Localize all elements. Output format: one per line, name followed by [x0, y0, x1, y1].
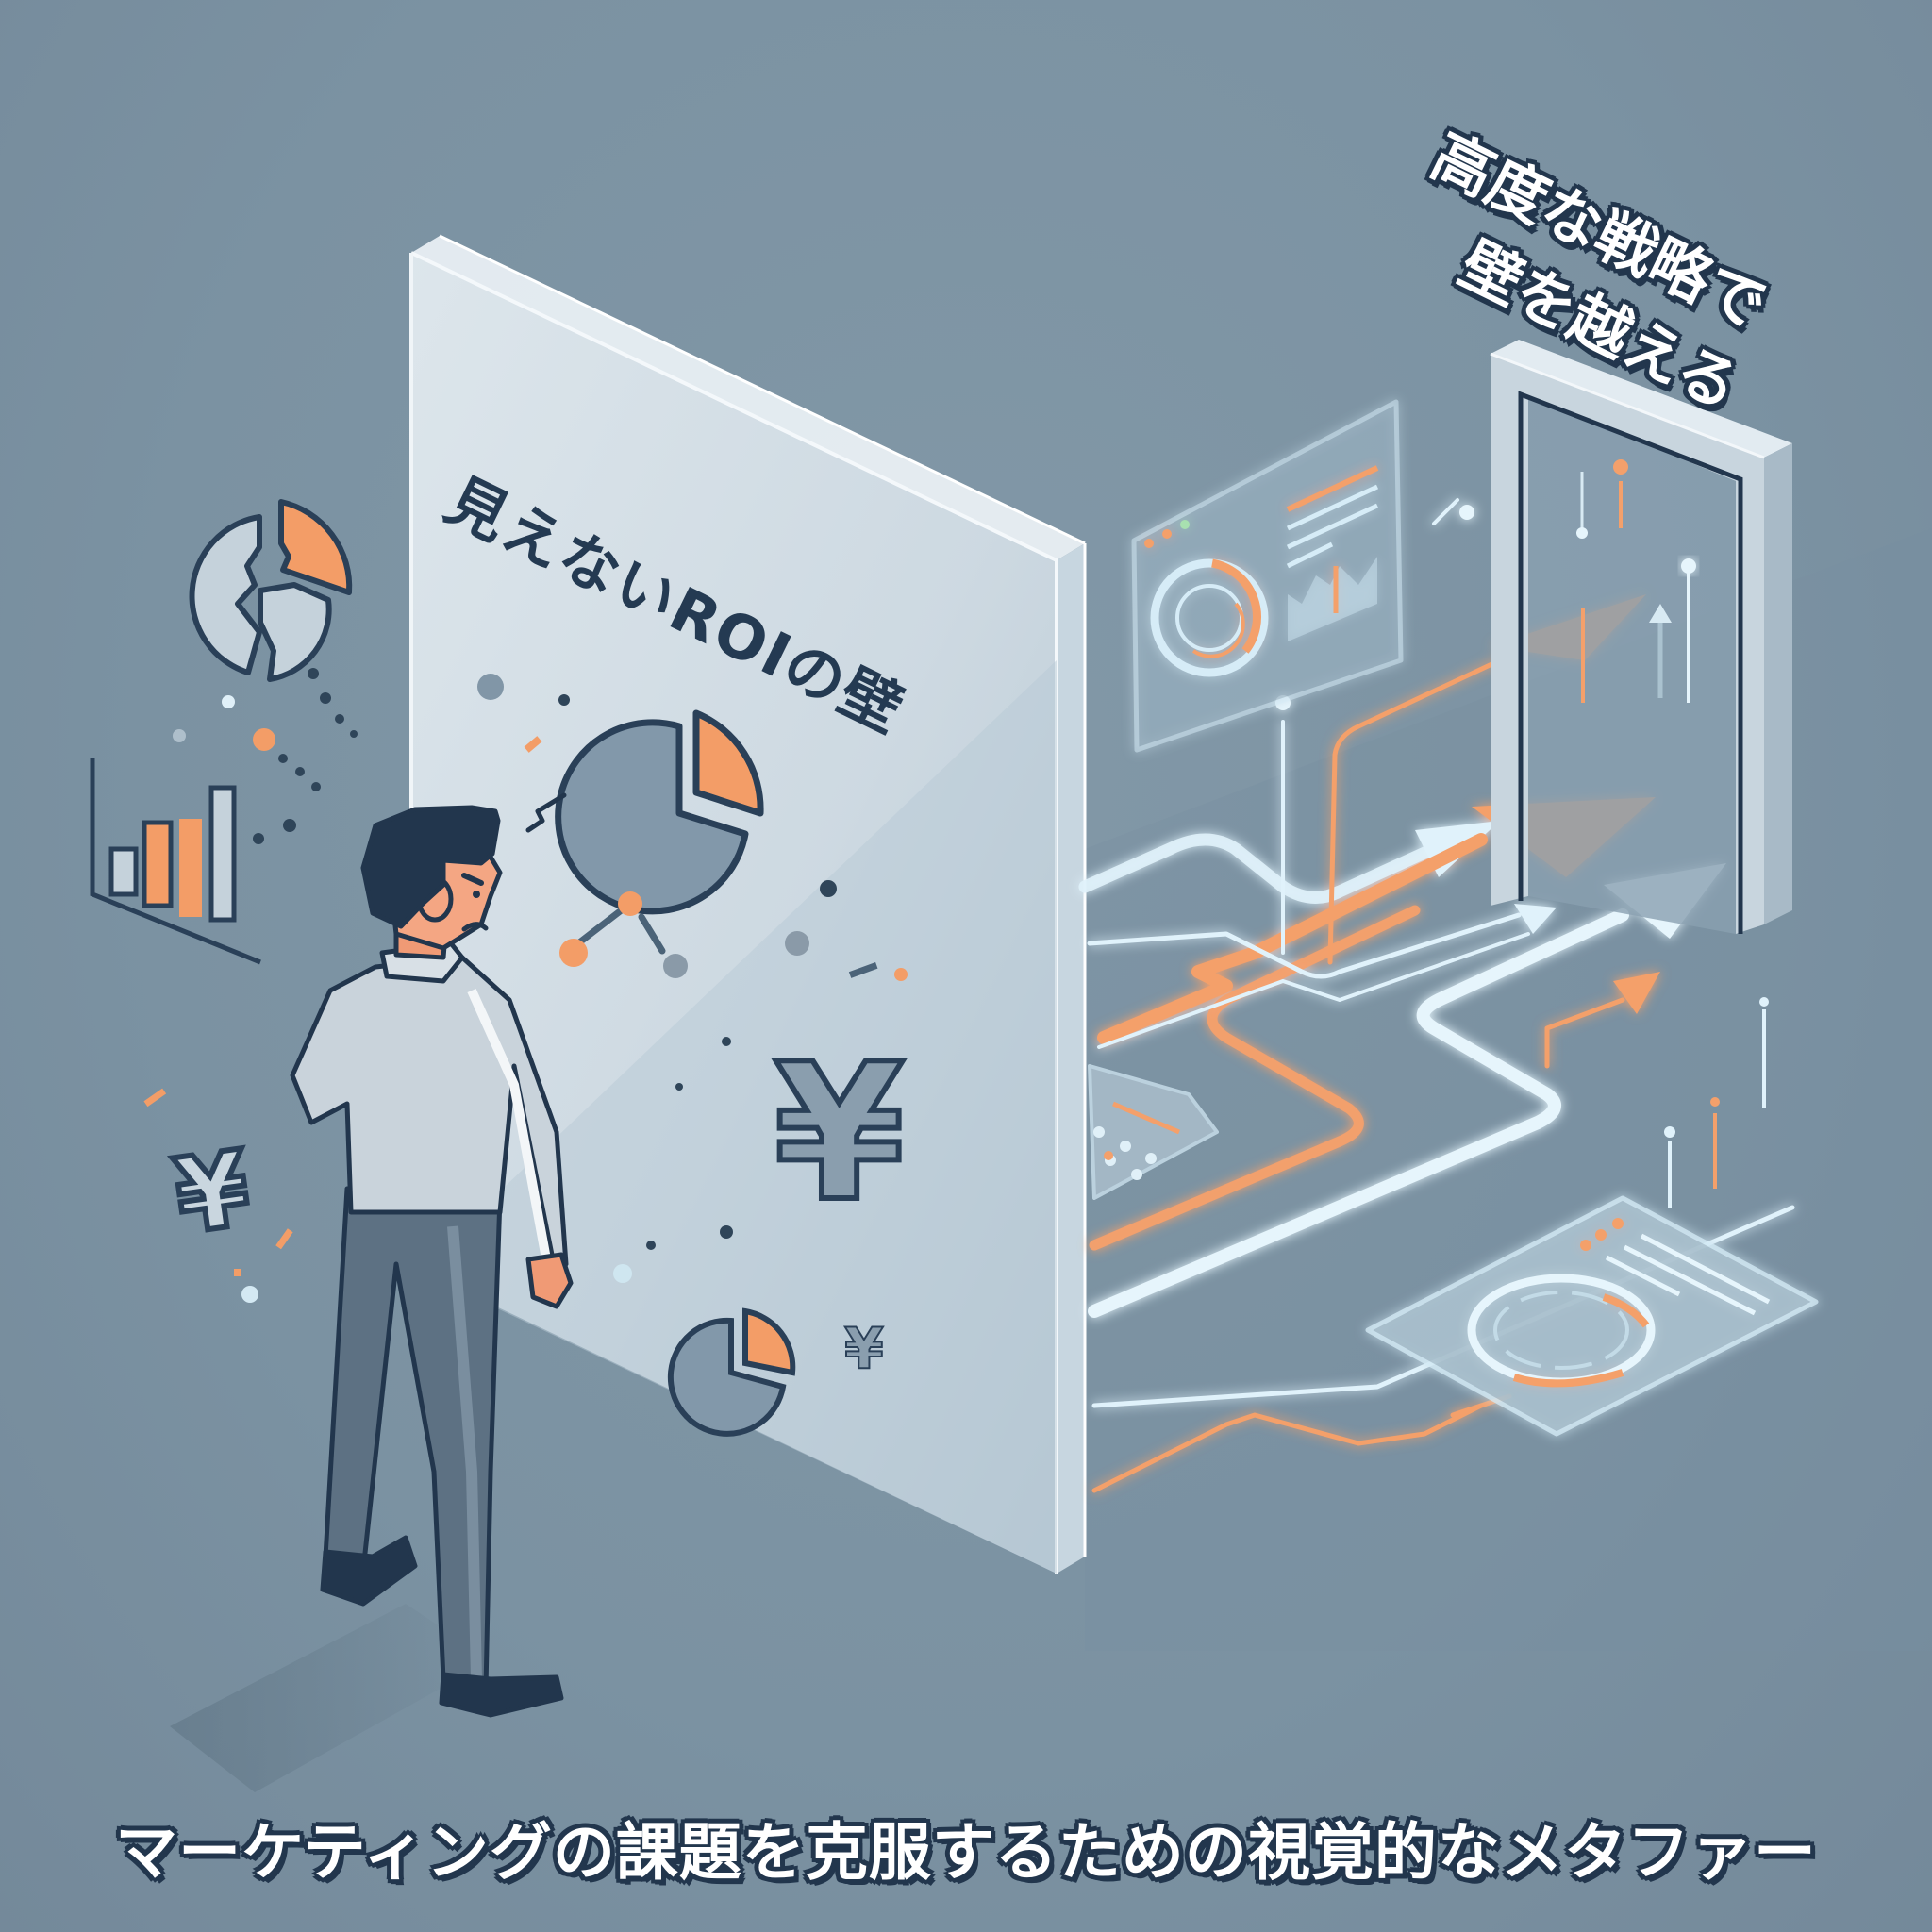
man-shadow — [170, 1604, 491, 1792]
broken-pie-chart-icon — [189, 499, 353, 682]
image-caption: マーケティングの課題を克服するための視覚的なメタファー — [115, 1816, 1817, 1889]
keypad-panel — [1088, 1064, 1219, 1200]
wall-small-yen-icon: ¥ — [844, 1316, 884, 1382]
wall-line-graph-icon — [559, 891, 688, 978]
analytics-dashboard-panel — [1131, 399, 1404, 753]
wall-small-pie-icon — [667, 1307, 796, 1437]
wall-scattered-dots — [477, 674, 908, 1283]
right-accent-lines — [1664, 997, 1769, 1208]
left-yen-icon: ¥ — [168, 1128, 257, 1257]
strategy-doorway — [1490, 340, 1792, 934]
wall-yen-icon: ¥ — [774, 1024, 905, 1243]
roi-glass-wall — [409, 234, 1087, 1574]
left-scattered-dots — [143, 668, 358, 1303]
wall-pie-chart-icon — [555, 709, 764, 915]
frustrated-man-figure — [290, 792, 574, 1718]
broken-bar-chart-icon — [90, 758, 261, 965]
data-platform-panel — [1365, 1195, 1819, 1437]
